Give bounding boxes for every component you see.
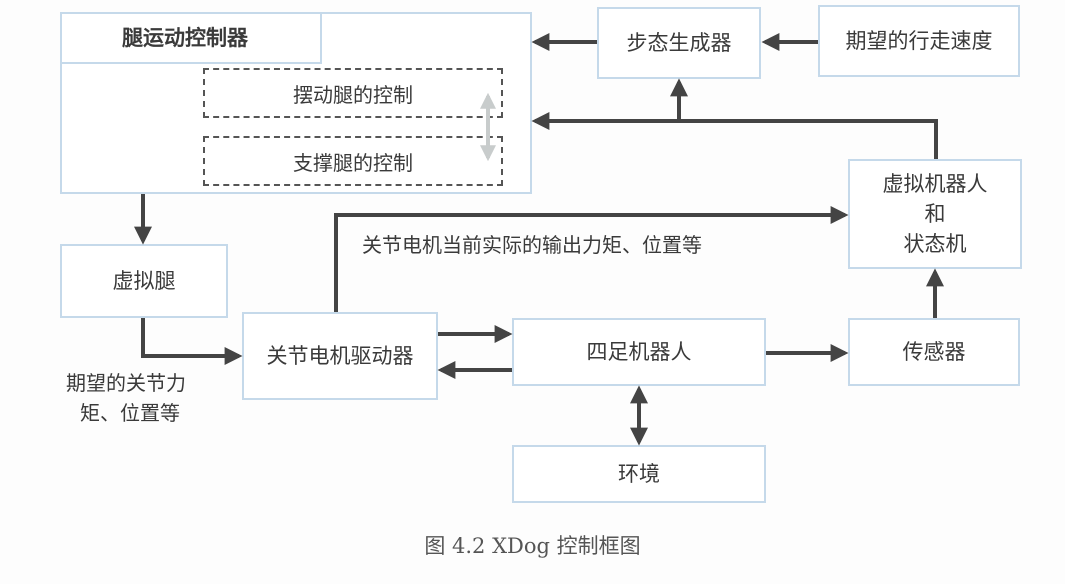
environment-box: 环境 — [512, 445, 766, 503]
stance-leg-control-box: 支撑腿的控制 — [203, 136, 503, 186]
leg-motion-controller-title: 腿运动控制器 — [60, 12, 322, 64]
virtual-leg-box: 虚拟腿 — [60, 244, 228, 318]
arrow-virtual-leg-to-driver — [141, 318, 243, 365]
arrow-robot-to-controller — [531, 112, 938, 159]
desired-torque-label-line2: 矩、位置等 — [80, 401, 180, 425]
desired-walking-speed-box: 期望的行走速度 — [818, 5, 1020, 77]
feedback-label: 关节电机当前实际的输出力矩、位置等 — [362, 233, 702, 257]
swing-leg-control-box: 摆动腿的控制 — [203, 68, 503, 118]
sensor-box: 传感器 — [848, 318, 1020, 386]
quadruped-robot-box: 四足机器人 — [512, 318, 766, 386]
gait-generator-box: 步态生成器 — [597, 7, 761, 79]
joint-motor-driver-box: 关节电机驱动器 — [242, 312, 438, 400]
arrow-driver-to-virtual-robot — [334, 206, 849, 312]
figure-caption: 图 4.2 XDog 控制框图 — [424, 534, 641, 558]
virtual-robot-state-machine-box: 虚拟机器人 和 状态机 — [848, 159, 1022, 269]
desired-torque-label-line1: 期望的关节力 — [66, 371, 186, 395]
